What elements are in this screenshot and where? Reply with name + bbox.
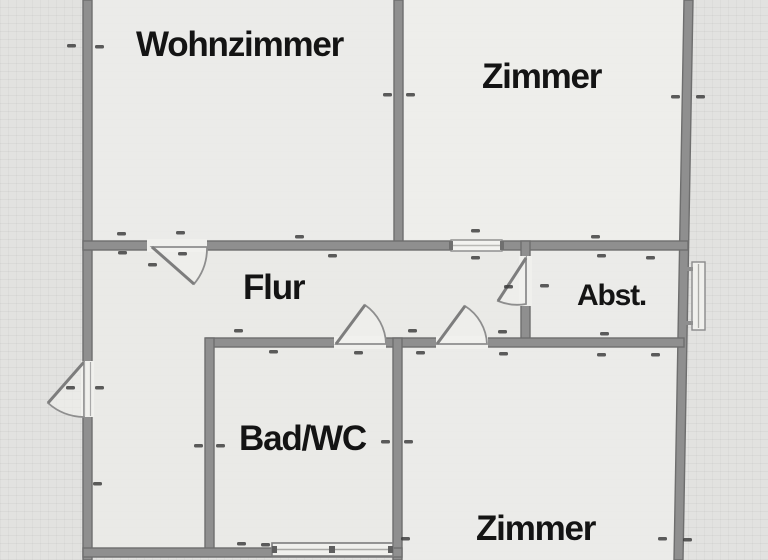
dimension-ticks [66,44,705,547]
room-label-zimmer-oben: Zimmer [482,57,602,96]
room-floors [92,0,684,560]
door-zimmer-unten-flur [435,304,488,345]
wall-bad-wc-right [392,337,403,560]
door-wohnzimmer-flur [149,245,208,286]
window-abstellraum-right-wall [685,261,706,331]
door-zimmer-oben-flur [449,239,504,252]
window-symbols [271,261,706,557]
wall-left-exterior [82,0,93,560]
wall-bad-wc-left [204,337,215,557]
door-bad-wc-flur [334,303,387,345]
room-label-bad-wc: Bad/WC [239,419,367,458]
room-label-wohnzimmer: Wohnzimmer [136,25,344,64]
door-abstellraum-flur [496,254,528,306]
room-label-abstellraum: Abst. [577,279,647,312]
door-entrance-left-wall [46,359,92,418]
wall-bottom [82,547,403,558]
wall-wohnzimmer-zimmer-divider [393,0,404,250]
wall-upper-horizontal [82,240,689,251]
window-bad-wc-bottom-wall [271,542,394,557]
floor-abstellraum [530,249,681,338]
door-symbols [46,239,528,418]
floor-zimmer-oben [403,0,684,241]
floor-flur [92,249,521,548]
wall-right-exterior [673,0,694,560]
room-label-zimmer-unten: Zimmer [476,509,596,548]
floor-zimmer-unten [402,346,677,560]
room-label-flur: Flur [243,268,306,307]
floor-wohnzimmer [92,0,394,241]
floor-bad-wc [214,346,393,548]
